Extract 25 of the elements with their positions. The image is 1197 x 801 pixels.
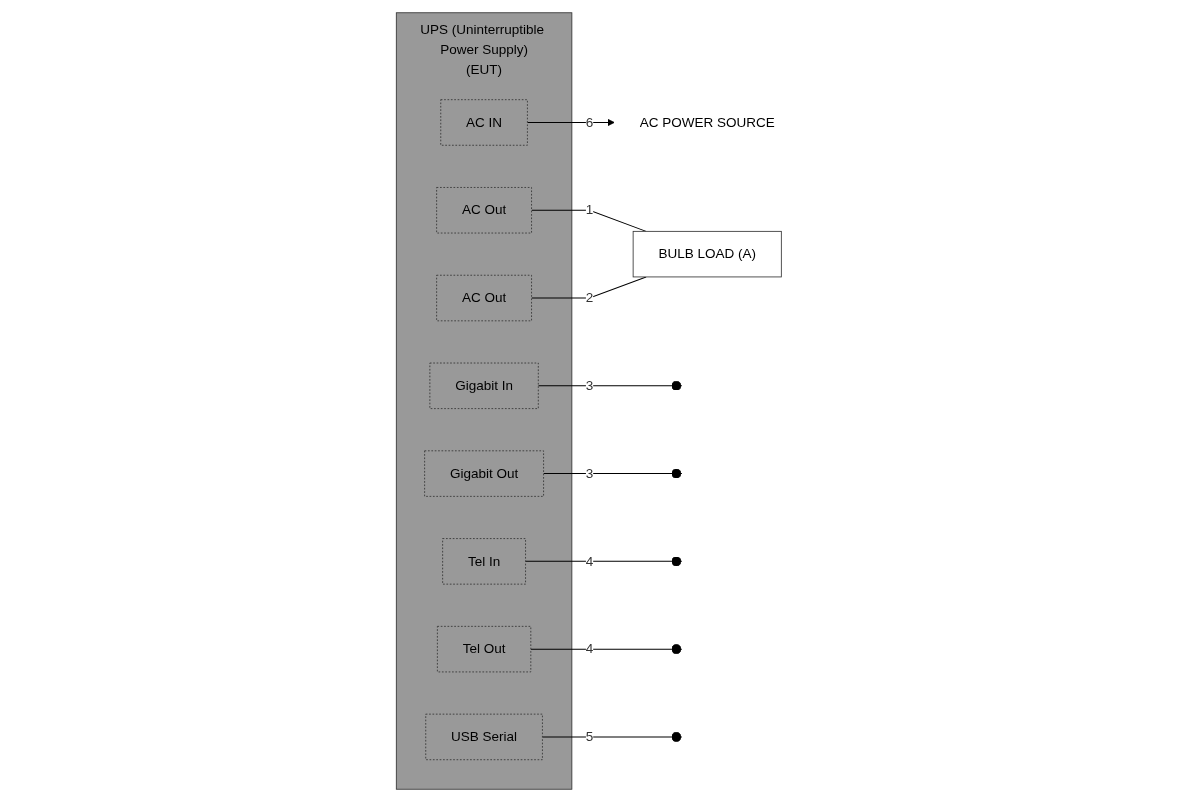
edge-label: 4	[586, 641, 594, 656]
node-box: Tel In	[442, 537, 527, 585]
connector	[538, 380, 683, 391]
node-box: Tel Out	[437, 625, 532, 672]
node-box: AC Out	[436, 186, 533, 233]
node-box: BULB LOAD (A)	[633, 230, 783, 277]
node-box: Gigabit Out	[424, 449, 545, 497]
edge-label: 3	[586, 377, 594, 393]
edge-label: 4	[586, 553, 594, 568]
connector	[531, 275, 647, 299]
connector	[525, 555, 683, 566]
node-text: AC POWER SOURCE	[640, 114, 776, 129]
connector	[530, 643, 683, 654]
node-box: Gigabit In	[429, 362, 540, 409]
edge-label: 3	[586, 465, 594, 480]
node-box: USB Serial	[425, 713, 544, 760]
arrow	[527, 118, 615, 126]
edge-label: 5	[586, 728, 594, 744]
node-box: AC IN	[440, 98, 529, 146]
edge-label: 2	[586, 289, 594, 305]
connector	[542, 731, 683, 742]
node-box: AC Out	[436, 274, 533, 321]
connector	[543, 468, 683, 479]
edge-label: 6	[586, 114, 594, 129]
edge-label: 1	[586, 202, 594, 217]
